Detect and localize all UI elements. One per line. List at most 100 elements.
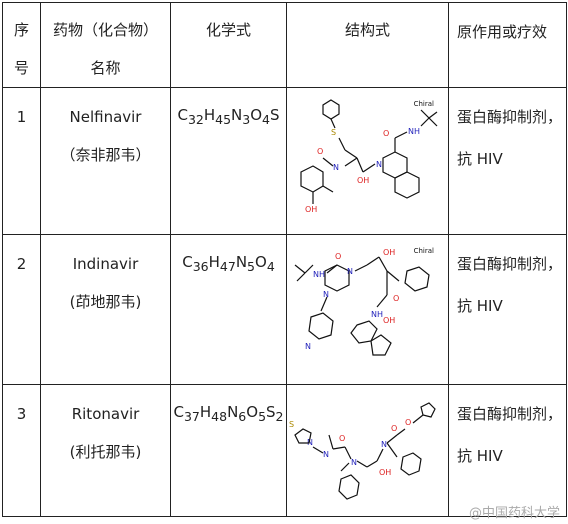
svg-text:N: N <box>376 160 382 169</box>
watermark: @中国药科大学 <box>468 506 560 521</box>
drug-table: 序号 药物（化合物）名称 化学式 结构式 原作用或疗效 1 Nelfinavir… <box>2 2 567 517</box>
row-no: 2 <box>2 234 41 385</box>
chiral-label: Chiral <box>413 100 434 108</box>
svg-text:O: O <box>405 418 411 427</box>
formula-subscript: 5 <box>258 409 267 424</box>
svg-text:OH: OH <box>383 316 395 325</box>
svg-text:N: N <box>305 342 311 351</box>
formula-element: N <box>231 106 243 124</box>
drug-name-cn: (茚地那韦) <box>69 293 142 311</box>
formula-element: O <box>250 106 263 124</box>
drug-name-cn: （奈非那韦） <box>60 146 151 164</box>
svg-text:NH: NH <box>408 127 420 136</box>
formula-element: H <box>199 403 212 421</box>
svg-text:OH: OH <box>357 176 369 185</box>
formula-element: N <box>235 253 248 271</box>
svg-text:O: O <box>391 424 397 433</box>
svg-text:O: O <box>339 434 345 443</box>
formula-element: S <box>270 106 280 124</box>
drug-name-cn: (利托那韦) <box>69 443 142 461</box>
svg-text:NH: NH <box>371 310 383 319</box>
svg-text:OH: OH <box>383 248 395 257</box>
row-no-value: 3 <box>16 405 27 423</box>
row-no: 3 <box>2 384 41 517</box>
formula-subscript: 4 <box>262 112 270 127</box>
row-no: 1 <box>2 87 41 235</box>
drug-name-en: Ritonavir <box>71 405 140 423</box>
row-no-value: 2 <box>16 255 27 273</box>
use-line2: 抗 HIV <box>457 150 503 168</box>
header-formula-label: 化学式 <box>205 21 251 39</box>
row-use: 蛋白酶抑制剂， 抗 HIV <box>448 87 567 235</box>
svg-text:N: N <box>333 163 339 172</box>
header-no-line2: 号 <box>13 59 29 77</box>
use-line1: 蛋白酶抑制剂， <box>457 405 563 423</box>
header-structure-label: 结构式 <box>344 21 390 39</box>
row-use: 蛋白酶抑制剂， 抗 HIV <box>448 234 567 385</box>
svg-text:N: N <box>347 267 353 276</box>
table-row: 3 Ritonavir(利托那韦) C37H48N6O5S2 O O N OH <box>2 384 567 517</box>
row-no-value: 1 <box>16 108 27 126</box>
row-structure: O O N OH N O <box>286 384 449 517</box>
formula-subscript: 36 <box>192 259 209 274</box>
svg-text:N: N <box>351 458 357 467</box>
svg-text:O: O <box>393 294 399 303</box>
header-name: 药物（化合物） 名称 <box>40 2 171 88</box>
svg-text:S: S <box>289 420 294 429</box>
svg-text:N: N <box>323 450 329 459</box>
formula-subscript: 37 <box>183 409 200 424</box>
formula-element: C <box>173 403 184 421</box>
use-line2: 抗 HIV <box>457 297 503 315</box>
header-row: 序号 药物（化合物）名称 化学式 结构式 原作用或疗效 <box>2 2 567 88</box>
svg-text:O: O <box>335 252 341 261</box>
formula-subscript: 45 <box>215 112 232 127</box>
header-name-line2: 名称 <box>90 59 121 77</box>
header-structure: 结构式 <box>286 2 449 88</box>
formula: C36H47N5O4 <box>171 235 286 286</box>
use-line2: 抗 HIV <box>457 447 503 465</box>
drug-name-en: Nelfinavir <box>69 108 142 126</box>
row-name: Indinavir (茚地那韦) <box>40 234 171 385</box>
formula-subscript: 6 <box>238 409 247 424</box>
table-row: 2 Indinavir (茚地那韦) C36H47N5O4 Chiral NH O… <box>2 234 567 385</box>
header-formula: 化学式 <box>170 2 287 88</box>
row-use: 蛋白酶抑制剂， 抗 HIV <box>448 384 567 517</box>
formula-element: S <box>266 403 276 421</box>
table-row: 1 Nelfinavir（奈非那韦） C32H45N3O4S Chiral S … <box>2 87 567 235</box>
header-no-line1: 序 <box>13 21 29 39</box>
formula-element: C <box>177 106 188 124</box>
formula-element: H <box>203 106 216 124</box>
use-line1: 蛋白酶抑制剂， <box>457 255 563 273</box>
svg-text:OH: OH <box>305 205 317 214</box>
svg-text:O: O <box>383 129 389 138</box>
header-no: 序号 <box>2 2 41 88</box>
formula-element: C <box>182 253 193 271</box>
formula-subscript: 47 <box>219 259 236 274</box>
formula-element: O <box>255 253 267 271</box>
formula-subscript: 5 <box>247 259 255 274</box>
svg-text:N: N <box>307 438 313 447</box>
formula: C37H48N6O5S2 <box>171 385 286 436</box>
ritonavir-structure-image: O O N OH N O <box>289 402 436 500</box>
formula-subscript: 32 <box>187 112 204 127</box>
formula-element: O <box>246 403 259 421</box>
formula: C32H45N3O4S <box>171 88 286 139</box>
svg-text:OH: OH <box>379 468 391 477</box>
formula-element: N <box>227 403 239 421</box>
indinavir-structure-image: NH O N N OH O NH <box>294 248 430 356</box>
formula-subscript: 2 <box>275 409 284 424</box>
svg-text:N: N <box>381 440 387 449</box>
row-formula: C37H48N6O5S2 <box>170 384 287 517</box>
svg-text:S: S <box>331 128 336 137</box>
svg-text:O: O <box>317 147 323 156</box>
row-formula: C32H45N3O4S <box>170 87 287 235</box>
row-structure: Chiral NH O N N OH <box>286 234 449 385</box>
header-use: 原作用或疗效 <box>448 2 567 88</box>
header-name-line1: 药物（化合物） <box>52 21 158 39</box>
nelfinavir-structure-image: S OH N O NH <box>300 99 438 214</box>
formula-subscript: 3 <box>242 112 251 127</box>
drug-name-en: Indinavir <box>72 255 139 273</box>
formula-subscript: 48 <box>211 409 228 424</box>
use-line1: 蛋白酶抑制剂， <box>457 108 563 126</box>
formula-subscript: 4 <box>266 259 275 274</box>
